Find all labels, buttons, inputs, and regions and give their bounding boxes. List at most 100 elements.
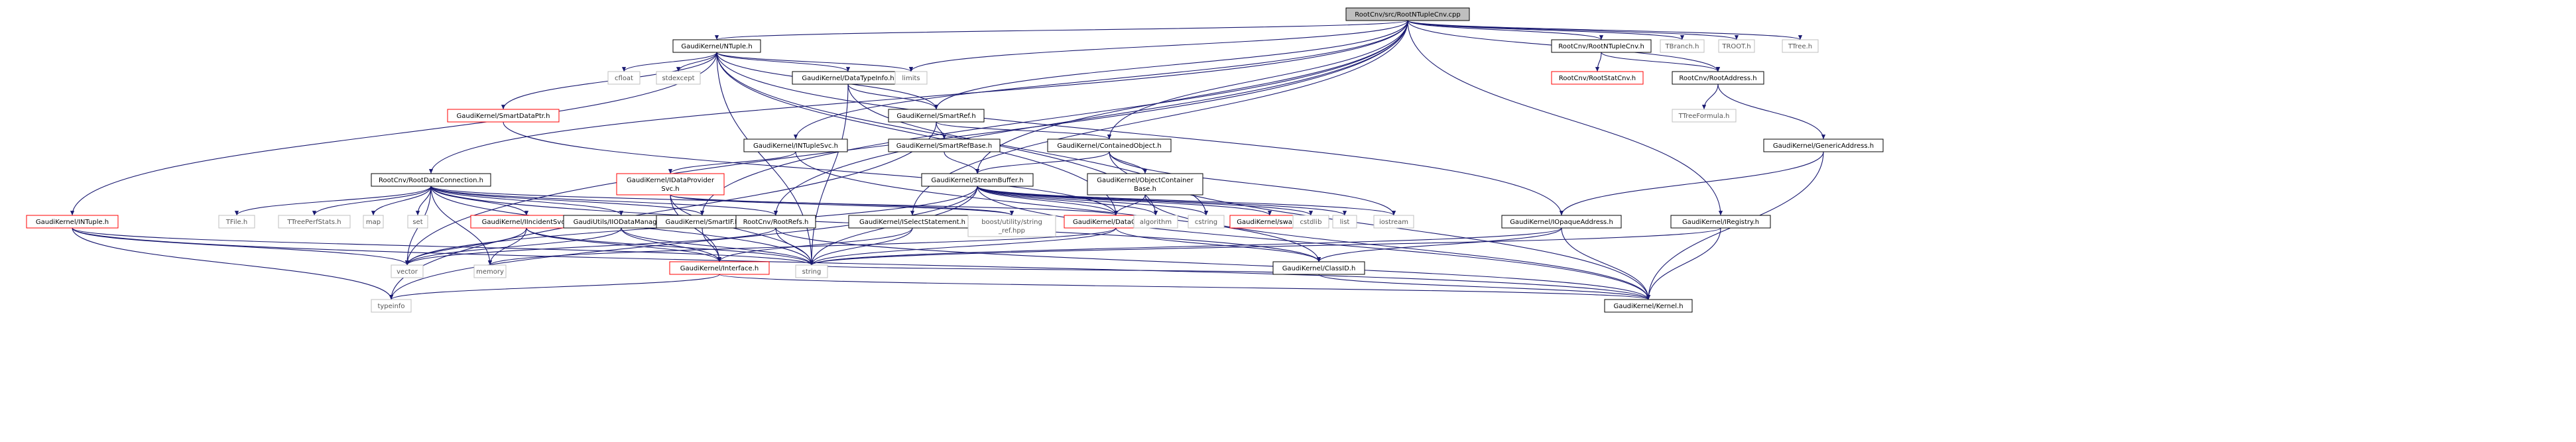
node-iopaqueaddress[interactable]: GaudiKernel/IOpaqueAddress.h xyxy=(1501,215,1622,229)
node-box xyxy=(1373,215,1414,229)
node-rootntuplecnv-h[interactable]: RootCnv/RootNTupleCnv.h xyxy=(1551,39,1652,53)
edge-idataprovidersvc-to-boost-string-ref xyxy=(670,194,1014,216)
node-label: GaudiKernel/INTuple.h xyxy=(36,219,109,226)
node-rootrefs[interactable]: RootCnv/RootRefs.h xyxy=(735,215,816,229)
node-smartref[interactable]: GaudiKernel/SmartRef.h xyxy=(888,109,985,123)
edge-root-to-smartref xyxy=(934,20,1408,110)
node-label: set xyxy=(412,219,422,226)
edge-iopaqueaddress-to-kernel xyxy=(1561,227,1651,300)
node-label: GaudiKernel/SmartRef.h xyxy=(896,113,975,120)
edge-ntuple-h-to-datatypeinfo xyxy=(716,52,850,72)
edge-objectcontainerbase-to-kernel xyxy=(1144,194,1651,300)
node-swab[interactable]: GaudiKernel/swab.h xyxy=(1229,215,1310,229)
node-label: GaudiUtils/IIODataManager.h xyxy=(574,219,670,226)
node-label: stdexcept xyxy=(662,75,694,82)
node-tbranch: TBranch.h xyxy=(1660,39,1705,53)
node-label: GaudiKernel/swab.h xyxy=(1237,219,1303,226)
node-intuple[interactable]: GaudiKernel/INTuple.h xyxy=(26,215,119,229)
node-box xyxy=(371,173,491,187)
edge-interface-to-typeinfo xyxy=(389,274,720,300)
edge-genericaddress-to-iopaqueaddress xyxy=(1559,151,1824,216)
node-label: cstdlib xyxy=(1300,219,1322,226)
node-ttreeperfstats: TTreePerfStats.h xyxy=(278,215,351,229)
node-ntuple-h[interactable]: GaudiKernel/NTuple.h xyxy=(672,39,761,53)
node-list: list xyxy=(1332,215,1357,229)
node-box xyxy=(1087,173,1203,195)
node-label: memory xyxy=(476,268,504,276)
node-label: limits xyxy=(902,75,920,82)
node-smartif[interactable]: GaudiKernel/SmartIF.h xyxy=(656,215,749,229)
node-box xyxy=(1672,71,1764,85)
node-box xyxy=(1133,215,1178,229)
node-box xyxy=(363,215,384,229)
node-label: GaudiKernel/ContainedObject.h xyxy=(1057,142,1161,150)
node-interface[interactable]: GaudiKernel/Interface.h xyxy=(669,261,770,275)
node-label: boost/utility/string xyxy=(981,219,1042,226)
node-box xyxy=(607,71,641,85)
node-cstdlib: cstdlib xyxy=(1292,215,1329,229)
node-rootaddress[interactable]: RootCnv/RootAddress.h xyxy=(1672,71,1764,85)
node-map: map xyxy=(363,215,384,229)
edge-root-to-tbranch xyxy=(1407,20,1684,40)
edge-root-to-containedobject xyxy=(1107,20,1408,140)
node-label: TROOT.h xyxy=(1721,43,1750,50)
node-stdexcept: stdexcept xyxy=(656,71,701,85)
node-rootstatcnv[interactable]: RootCnv/RootStatCnv.h xyxy=(1551,71,1644,85)
edge-rootdataconnection-to-iincidentsvc xyxy=(430,186,529,216)
node-box xyxy=(1718,39,1755,53)
node-label: typeinfo xyxy=(377,303,404,310)
node-box xyxy=(473,264,507,278)
edge-root-to-ntuple-h xyxy=(715,20,1408,40)
node-label: TTreePerfStats.h xyxy=(286,219,341,226)
node-kernel[interactable]: GaudiKernel/Kernel.h xyxy=(1604,299,1693,313)
edge-rootntuplecnv-h-to-rootaddress xyxy=(1601,52,1720,72)
node-intuplesvc[interactable]: GaudiKernel/INTupleSvc.h xyxy=(743,138,848,152)
edge-streambuffer-to-iostream xyxy=(977,186,1396,216)
node-root[interactable]: RootCnv/src/RootNTupleCnv.cpp xyxy=(1345,7,1470,21)
node-label: Svc.h xyxy=(661,186,679,193)
node-smartrefbase[interactable]: GaudiKernel/SmartRefBase.h xyxy=(888,138,1001,152)
node-label: RootCnv/src/RootNTupleCnv.cpp xyxy=(1355,11,1460,19)
node-box xyxy=(218,215,255,229)
edge-rootdataconnection-to-iiodatamanager xyxy=(430,186,623,216)
node-label: TBranch.h xyxy=(1665,43,1699,50)
node-label: _ref.hpp xyxy=(998,227,1025,235)
node-streambuffer[interactable]: GaudiKernel/StreamBuffer.h xyxy=(921,173,1034,187)
node-ttreeformula: TTreeFormula.h xyxy=(1672,109,1737,123)
node-containedobject[interactable]: GaudiKernel/ContainedObject.h xyxy=(1047,138,1172,152)
edge-dataobject-to-classid xyxy=(1115,227,1321,262)
node-ttree: TTree.h xyxy=(1782,39,1819,53)
node-datatypeinfo[interactable]: GaudiKernel/DataTypeInfo.h xyxy=(792,71,904,85)
node-box xyxy=(795,264,828,278)
node-label: RootCnv/RootNTupleCnv.h xyxy=(1558,43,1644,50)
edge-root-to-ttree xyxy=(1407,20,1802,40)
edge-intuple-to-kernel xyxy=(72,227,1650,300)
node-label: RootCnv/RootDataConnection.h xyxy=(379,177,483,184)
node-box xyxy=(1670,215,1771,229)
edge-root-to-iregistry xyxy=(1407,20,1723,216)
node-algorithm: algorithm xyxy=(1133,215,1178,229)
edge-streambuffer-to-algorithm xyxy=(977,186,1158,216)
node-smartdataptr[interactable]: GaudiKernel/SmartDataPtr.h xyxy=(447,109,560,123)
edge-root-to-troot xyxy=(1407,20,1739,40)
node-iselectstatement[interactable]: GaudiKernel/ISelectStatement.h xyxy=(848,215,977,229)
node-box xyxy=(1551,39,1652,53)
node-iregistry[interactable]: GaudiKernel/IRegistry.h xyxy=(1670,215,1771,229)
node-box xyxy=(967,215,1056,237)
node-label: RootCnv/RootAddress.h xyxy=(1679,75,1756,82)
node-classid[interactable]: GaudiKernel/ClassID.h xyxy=(1272,261,1365,275)
edge-rootdataconnection-to-map xyxy=(371,186,432,216)
node-label: GaudiKernel/SmartRefBase.h xyxy=(896,142,992,150)
node-rootdataconnection[interactable]: RootCnv/RootDataConnection.h xyxy=(371,173,491,187)
node-label: RootCnv/RootRefs.h xyxy=(743,219,809,226)
node-box xyxy=(1782,39,1819,53)
node-box xyxy=(371,299,412,313)
edge-containedobject-to-streambuffer xyxy=(975,151,1110,174)
node-label: GaudiKernel/GenericAddress.h xyxy=(1773,142,1874,150)
node-box xyxy=(1763,138,1884,152)
node-set: set xyxy=(407,215,428,229)
edge-iregistry-to-string xyxy=(810,227,1721,266)
node-genericaddress[interactable]: GaudiKernel/GenericAddress.h xyxy=(1763,138,1884,152)
